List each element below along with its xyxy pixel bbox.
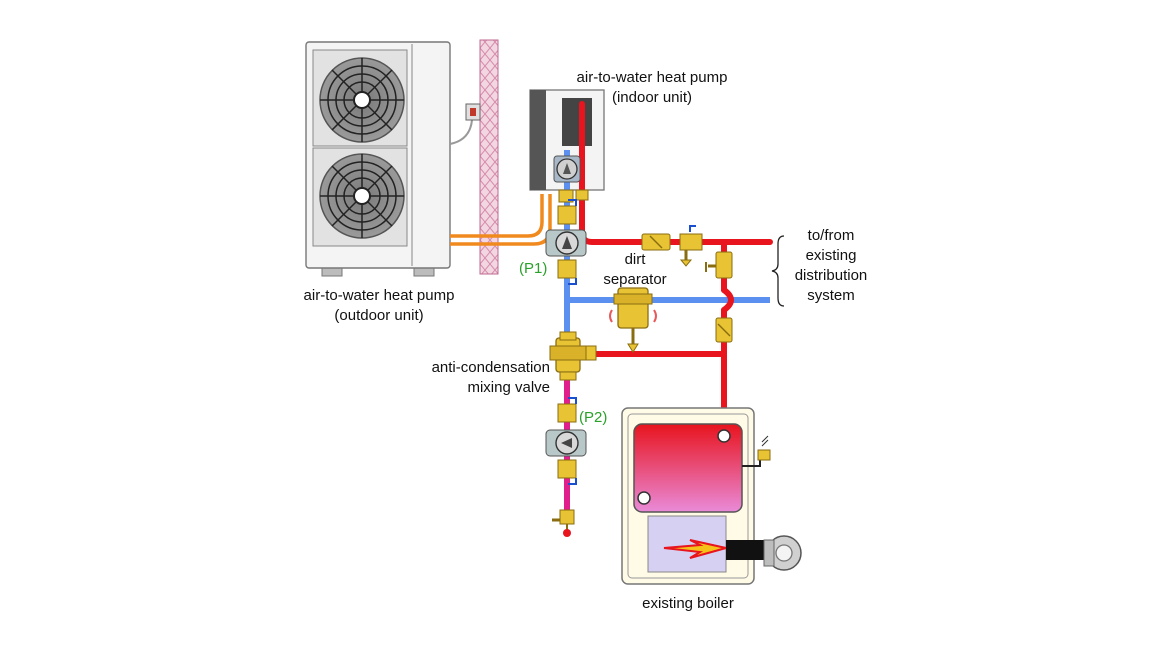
outdoor-unit-label-line2: (outdoor unit) [334,307,424,324]
purge-valve-icon [679,225,703,267]
aquastat-icon [757,449,771,461]
circulator-p2-icon [545,397,587,485]
fan-icon [319,153,405,239]
burner-icon [726,535,802,571]
drain-valve-icon [552,498,575,537]
circulator-p1-icon [545,199,587,285]
distribution-bracket [771,235,785,307]
check-valve-icon [641,233,671,251]
boiler-return-port [637,491,651,505]
dirt-separator-label-line1: dirt [624,251,646,268]
indoor-unit [529,89,605,191]
aquastat-wire [742,458,761,467]
distribution-label-line1: to/from [807,227,855,244]
outdoor-unit-label: air-to-water heat pump (outdoor unit) [282,286,476,326]
pump-p1-label: (P1) [519,260,548,277]
indoor-unit-label: air-to-water heat pump (indoor unit) [562,68,742,108]
relief-valve-icon [705,251,733,279]
boiler-supply-port [717,429,731,443]
dirt-separator-label: dirt separator [590,250,680,290]
refrigerant-line [450,194,544,238]
mixing-valve-icon [549,331,597,381]
mixing-valve-label-line1: anti-condensation [431,359,550,376]
indoor-unit-label-line2: (indoor unit) [611,89,693,106]
indoor-unit-label-line1: air-to-water heat pump [576,69,728,86]
dirt-separator-icon [609,287,657,353]
electrical-conduit [449,119,473,145]
indoor-circulator-icon [553,155,581,183]
outdoor-unit-label-line1: air-to-water heat pump [303,287,455,304]
distribution-label-line4: system [807,287,855,304]
dirt-separator-label-line2: separator [603,271,667,288]
boiler-label: existing boiler [642,595,734,612]
distribution-label-line2: existing [805,247,857,264]
check-valve-icon [715,317,733,343]
wall-insulation [479,39,499,275]
fan-icon [319,57,405,143]
union-fitting [575,189,589,201]
mixing-valve-label-line2: mixing valve [467,379,550,396]
flame-icon [663,539,727,559]
distribution-label: to/from existing distribution system [788,226,874,306]
boiler [621,407,755,585]
distribution-label-line3: distribution [794,267,868,284]
mixing-valve-label: anti-condensation mixing valve [410,358,550,398]
pump-p2-label: (P2) [579,409,608,426]
